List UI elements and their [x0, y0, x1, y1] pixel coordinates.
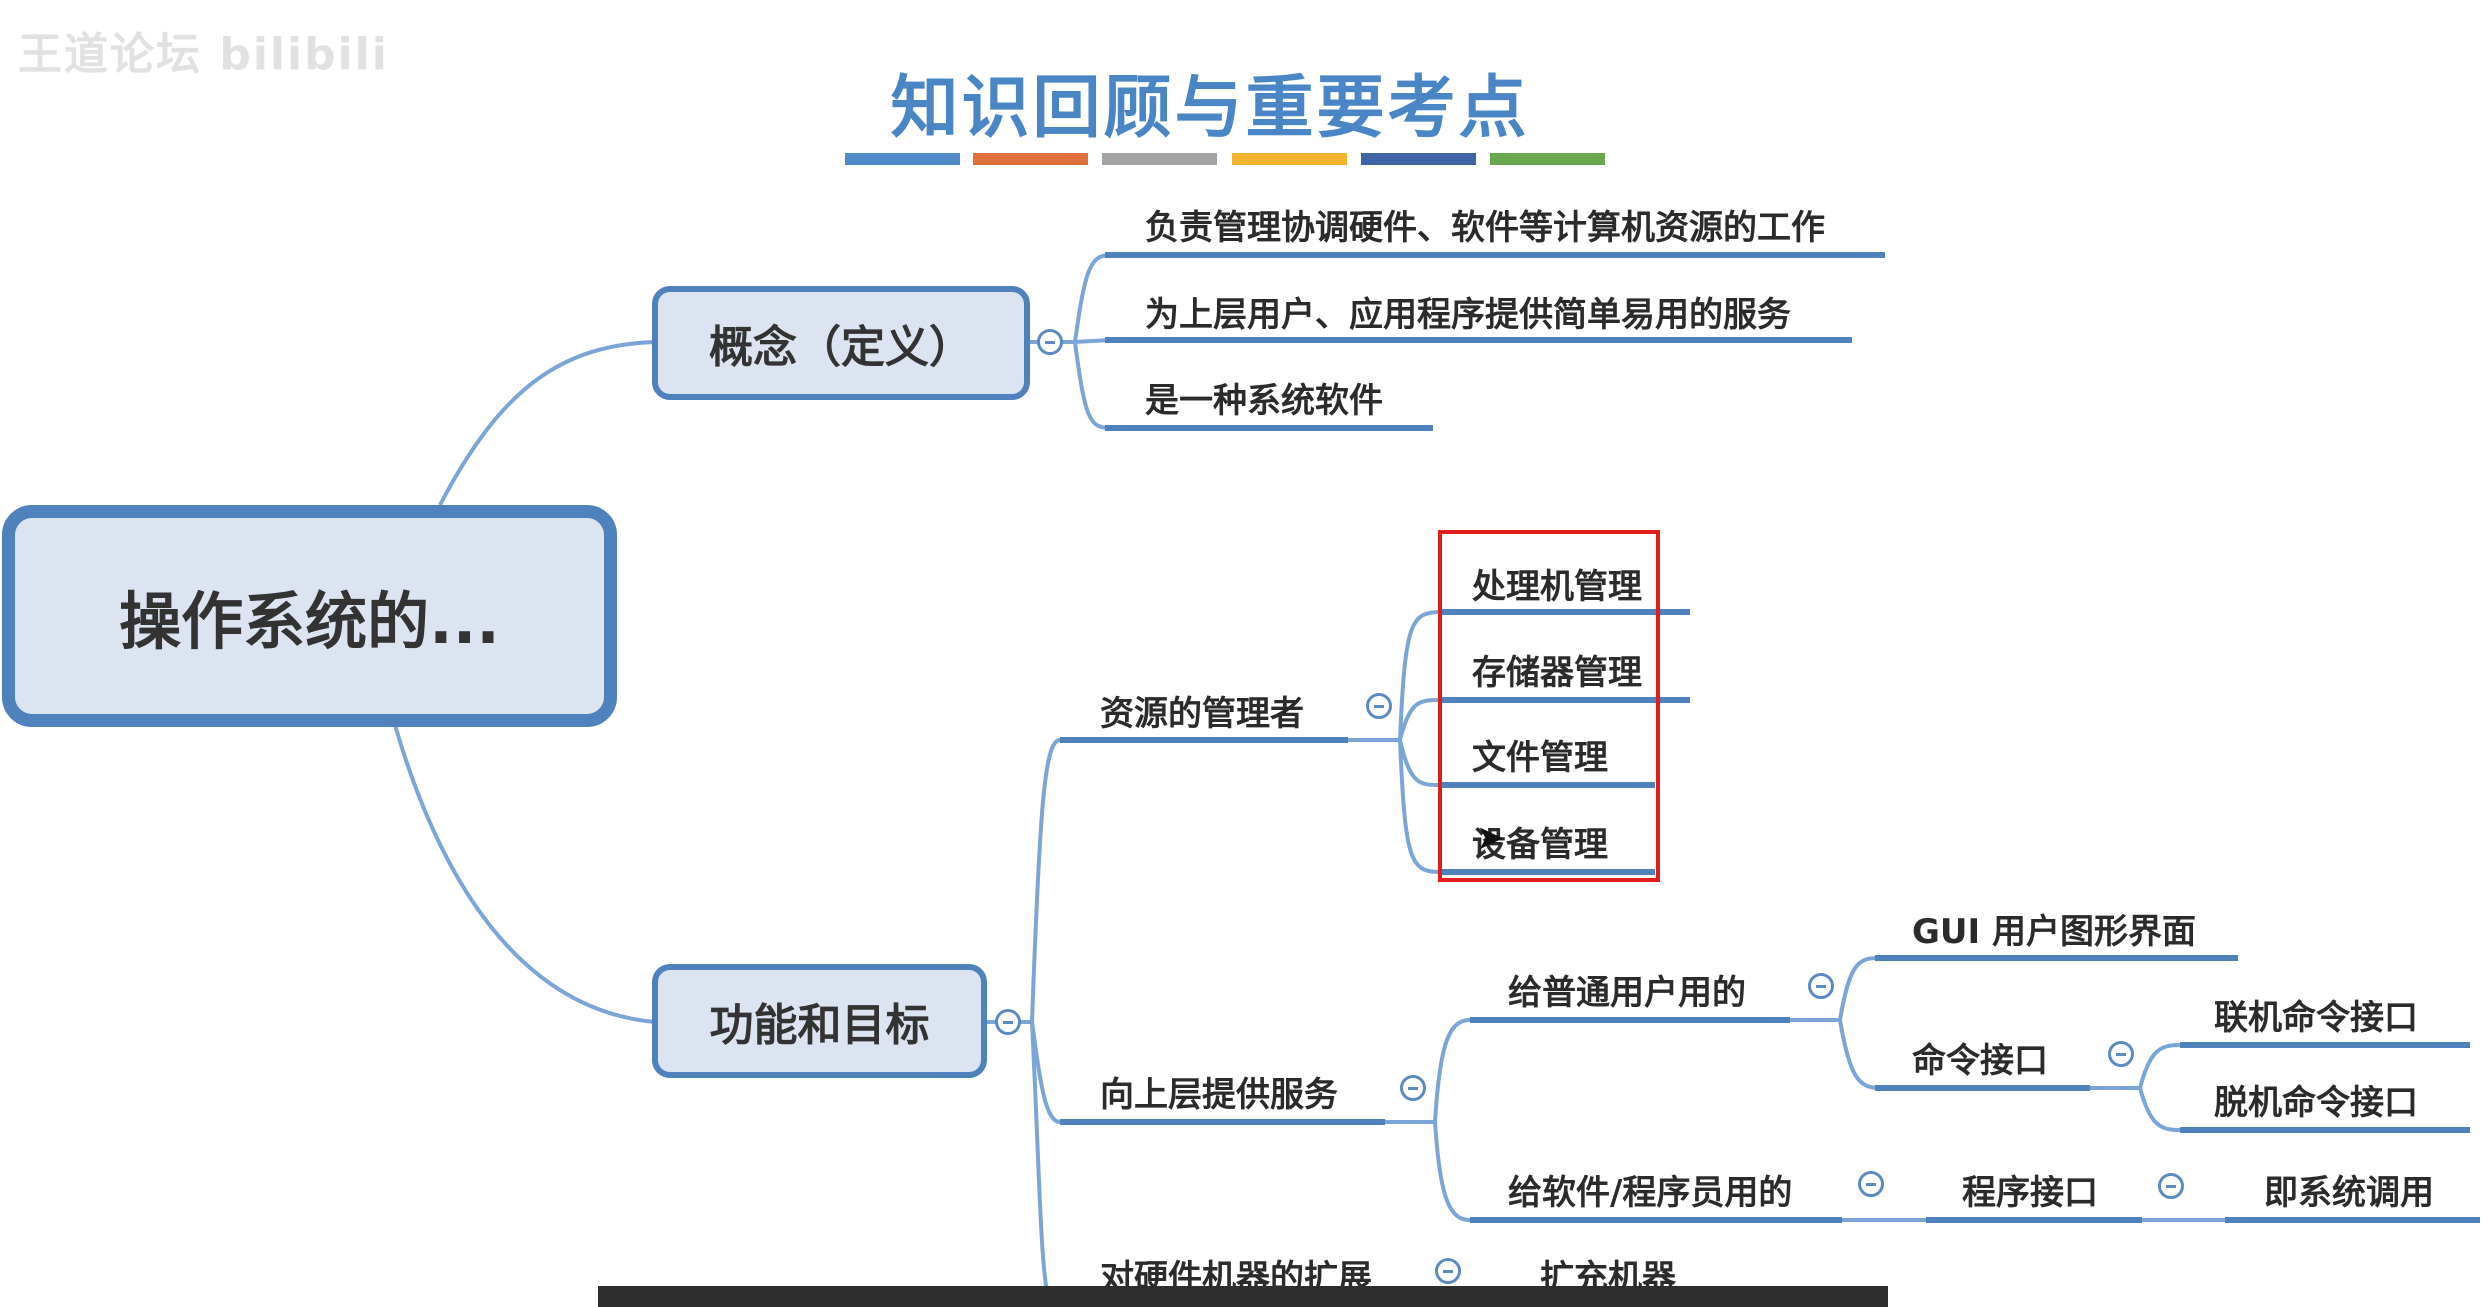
functions-node-label: 功能和目标 [709, 1000, 930, 1051]
services-collapse-icon[interactable] [1400, 1075, 1426, 1101]
functions-collapse-icon[interactable] [995, 1009, 1021, 1035]
program-interface-label: 程序接口 [1962, 1173, 2098, 1213]
concept-collapse-icon[interactable] [1037, 329, 1063, 355]
mouse-cursor-icon: ➤ [1476, 818, 1505, 858]
root-node-label: 操作系统的... [119, 585, 500, 658]
resource-manager-label: 资源的管理者 [1100, 694, 1304, 734]
resource-item-file: 文件管理 [1472, 738, 1608, 778]
for-programmers-collapse-icon[interactable] [1858, 1171, 1884, 1197]
syscall-label: 即系统调用 [2264, 1173, 2434, 1213]
concept-item-2: 为上层用户、应用程序提供简单易用的服务 [1145, 295, 1791, 335]
resource-item-processor: 处理机管理 [1472, 567, 1642, 607]
resource-item-memory: 存储器管理 [1472, 653, 1642, 693]
concept-node[interactable]: 概念（定义） [652, 286, 1030, 400]
page-title: 知识回顾与重要考点 [890, 68, 1530, 148]
online-command-label: 联机命令接口 [2214, 998, 2418, 1038]
command-interface-collapse-icon[interactable] [2108, 1041, 2134, 1067]
concept-item-1: 负责管理协调硬件、软件等计算机资源的工作 [1145, 208, 1825, 248]
functions-node[interactable]: 功能和目标 [652, 964, 987, 1078]
title-stripe-4 [1232, 153, 1347, 165]
extension-collapse-icon[interactable] [1435, 1258, 1461, 1284]
title-stripe-2 [973, 153, 1088, 165]
services-label: 向上层提供服务 [1100, 1075, 1338, 1115]
resource-item-device: 设备管理 [1472, 825, 1608, 865]
watermark: 王道论坛 bilibili [18, 29, 389, 80]
offline-command-label: 脱机命令接口 [2214, 1083, 2418, 1123]
concept-item-3: 是一种系统软件 [1145, 381, 1383, 421]
for-users-collapse-icon[interactable] [1808, 973, 1834, 999]
title-stripe-5 [1361, 153, 1476, 165]
program-interface-collapse-icon[interactable] [2158, 1173, 2184, 1199]
subtitle-bar [598, 1286, 1888, 1307]
root-node[interactable]: 操作系统的... [2, 505, 617, 727]
title-stripe-3 [1102, 153, 1217, 165]
for-programmers-label: 给软件/程序员用的 [1508, 1173, 1793, 1213]
gui-label: GUI 用户图形界面 [1912, 912, 2197, 952]
for-users-label: 给普通用户用的 [1508, 973, 1746, 1013]
resource-manager-collapse-icon[interactable] [1366, 693, 1392, 719]
title-stripe-1 [845, 153, 960, 165]
concept-node-label: 概念（定义） [709, 322, 973, 373]
command-interface-label: 命令接口 [1912, 1041, 2048, 1081]
title-stripe-6 [1490, 153, 1605, 165]
highlight-box [1438, 530, 1660, 882]
